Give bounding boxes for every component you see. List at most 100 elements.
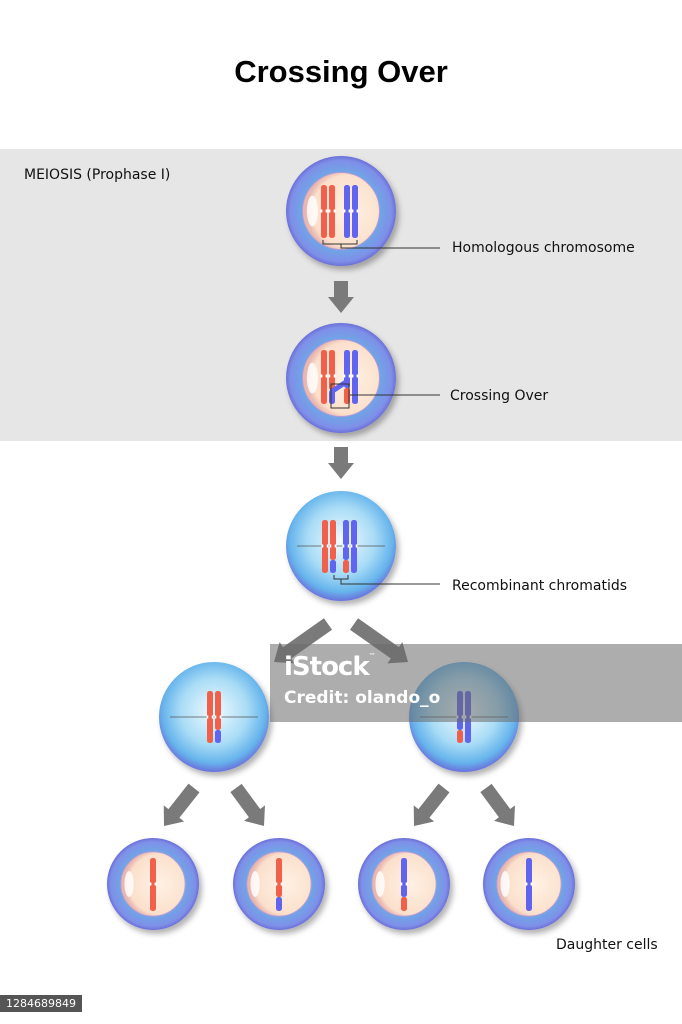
- chromatid-segment: [351, 520, 357, 546]
- chromatid: [214, 691, 222, 743]
- chromatid-segment: [207, 691, 213, 717]
- chromatid-segment: [352, 185, 358, 211]
- chromatid: [320, 350, 328, 404]
- centromere-notch: [400, 882, 403, 886]
- chromatid-segment: [329, 185, 335, 211]
- homologous-callout: [322, 240, 440, 249]
- chromatid-segment: [321, 211, 327, 238]
- centromere-notch: [280, 882, 283, 886]
- chromatid-segment: [276, 897, 282, 911]
- centromere-notch: [351, 209, 354, 213]
- centromere-notch: [325, 209, 328, 213]
- cell-homologous: [286, 156, 396, 266]
- nucleus-highlight: [306, 362, 318, 394]
- chromatid-segment: [526, 858, 532, 884]
- centromere-notch: [326, 544, 329, 548]
- centromere-notch: [347, 544, 350, 548]
- chromatid: [525, 858, 533, 911]
- watermark-logo: iStock™: [284, 652, 376, 682]
- chromatid: [351, 350, 359, 404]
- chromatid-segment: [352, 211, 358, 238]
- centromere-notch: [356, 374, 359, 378]
- centromere-notch: [154, 882, 157, 886]
- chromatid: [342, 520, 350, 573]
- cell-meiosis-i-left: [159, 662, 269, 772]
- chromatid-segment: [401, 858, 407, 897]
- centromere-notch: [343, 209, 346, 213]
- label-crossing-over: Crossing Over: [450, 388, 548, 404]
- chromatid-segment: [343, 520, 349, 560]
- centromere-notch: [355, 544, 358, 548]
- chromatid-segment: [329, 350, 335, 390]
- centromere-notch: [275, 882, 278, 886]
- centromere-notch: [206, 715, 209, 719]
- chromatid-segment: [352, 376, 358, 404]
- arrow-icon: [413, 783, 450, 826]
- nucleus-highlight: [306, 195, 318, 227]
- chromatid: [206, 691, 214, 743]
- chromatid-segment: [330, 520, 336, 560]
- chromatid-segment: [352, 350, 358, 376]
- chromatid-segment: [526, 884, 532, 911]
- centromere-notch: [525, 882, 528, 886]
- recombinant-callout: [333, 575, 440, 585]
- chromatid: [350, 520, 358, 573]
- label-homologous-chromosome: Homologous chromosome: [452, 240, 635, 256]
- centromere-notch: [320, 209, 323, 213]
- chromatid-segment: [150, 858, 156, 884]
- chromatid: [329, 520, 337, 573]
- nucleus-highlight: [124, 871, 134, 897]
- chromatid: [328, 185, 336, 238]
- centromere-notch: [321, 544, 324, 548]
- centromere-notch: [405, 882, 408, 886]
- arrow-icon: [328, 447, 354, 479]
- watermark-band: [270, 644, 682, 722]
- centromere-notch: [350, 544, 353, 548]
- chromatid-segment: [344, 185, 350, 211]
- centromere-notch: [333, 209, 336, 213]
- crossing-callout: [330, 383, 440, 409]
- arrow-icon: [230, 783, 265, 826]
- chromatid: [351, 185, 359, 238]
- chromatid-segment: [276, 858, 282, 897]
- centromere-notch: [211, 715, 214, 719]
- chromatid-segment: [351, 546, 357, 573]
- chromatid-segment: [150, 884, 156, 911]
- nucleus-highlight: [375, 871, 385, 897]
- section-label: MEIOSIS (Prophase I): [24, 167, 170, 183]
- nucleus-highlight: [500, 871, 510, 897]
- centromere-notch: [348, 374, 351, 378]
- centromere-notch: [342, 544, 345, 548]
- chromatid: [320, 185, 328, 238]
- page-title: Crossing Over: [234, 54, 448, 89]
- arrow-icon: [480, 783, 515, 826]
- chromatid: [343, 185, 351, 238]
- watermark-credit: Credit: olando_o: [284, 688, 441, 708]
- chromatid: [400, 858, 408, 911]
- chromatid-segment: [329, 211, 335, 238]
- chromatid: [328, 350, 336, 404]
- centromere-notch: [329, 544, 332, 548]
- label-recombinant-chromatids: Recombinant chromatids: [452, 578, 627, 594]
- chromatid-segment: [343, 560, 349, 573]
- chromatid-segment: [344, 350, 350, 388]
- chromatid-segment: [465, 717, 471, 743]
- centromere-notch: [328, 374, 331, 378]
- centromere-notch: [334, 544, 337, 548]
- centromere-notch: [149, 882, 152, 886]
- nucleus-highlight: [250, 871, 260, 897]
- chromatid-segment: [330, 560, 336, 573]
- arrow-icon: [328, 281, 354, 313]
- centromere-notch: [214, 715, 217, 719]
- chromatid-segment: [215, 691, 221, 730]
- cell-crossing-over: [286, 323, 396, 433]
- chromatid: [321, 520, 329, 573]
- centromere-notch: [348, 209, 351, 213]
- chromatid-segment: [322, 546, 328, 573]
- chromatid-segment: [344, 211, 350, 238]
- chromatid: [149, 858, 157, 911]
- centromere-notch: [530, 882, 533, 886]
- centromere-notch: [325, 374, 328, 378]
